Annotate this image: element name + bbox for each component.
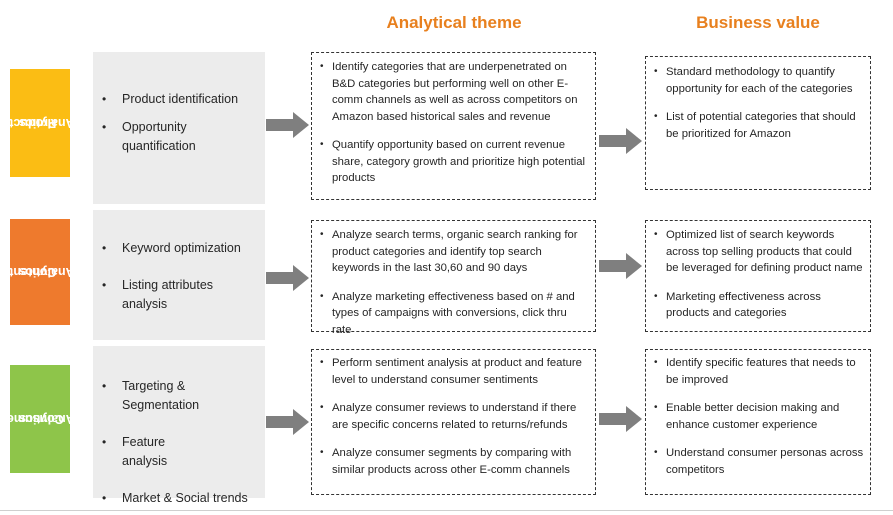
- theme-item: Quantify opportunity based on current re…: [312, 137, 589, 187]
- value-box-content: Optimized list of search keywords across…: [645, 220, 871, 332]
- value-item: Enable better decision making and enhanc…: [646, 400, 864, 433]
- lever-item: Product identification: [100, 90, 260, 109]
- theme-item: Analyze consumer reviews to understand i…: [312, 400, 589, 433]
- analytical-theme-header: Analytical theme: [386, 13, 522, 32]
- value-item: Optimized list of search keywords across…: [646, 227, 864, 277]
- value-item: Identify specific features that needs to…: [646, 355, 864, 388]
- value-item: Standard methodology to quantify opportu…: [646, 64, 864, 97]
- arrow-right-icon: [266, 265, 309, 291]
- value-box-consumer: Identify specific features that needs to…: [645, 349, 871, 495]
- lever-item: Keyword optimization: [100, 239, 260, 258]
- lever-panel-consumer: [93, 346, 265, 498]
- theme-box-product: Identify categories that are underpenetr…: [311, 52, 596, 200]
- theme-box-consumer: Perform sentiment analysis at product an…: [311, 349, 596, 495]
- arrow-right-icon: [266, 409, 309, 435]
- theme-item: Perform sentiment analysis at product an…: [312, 355, 589, 388]
- theme-item: Identify categories that are underpenetr…: [312, 59, 589, 125]
- tag-line: Analytics: [19, 265, 75, 279]
- value-box-product: Standard methodology to quantify opportu…: [645, 56, 871, 190]
- value-item: List of potential categories that should…: [646, 109, 864, 142]
- lever-item: Market & Social trends: [100, 489, 260, 508]
- bottom-divider: [0, 510, 893, 511]
- lever-item: Opportunity quantification: [100, 118, 260, 156]
- tag-line: Analytics: [19, 116, 75, 130]
- lever-item: Feature analysis: [100, 433, 210, 471]
- arrow-right-icon: [599, 253, 642, 279]
- value-item: Understand consumer personas across comp…: [646, 445, 864, 478]
- business-value-header: Business value: [696, 13, 820, 32]
- value-item: Marketing effectiveness across products …: [646, 289, 864, 322]
- theme-item: Analyze marketing effectiveness based on…: [312, 289, 589, 339]
- arrow-right-icon: [599, 128, 642, 154]
- arrow-right-icon: [266, 112, 309, 138]
- theme-item: Analyze consumer segments by comparing w…: [312, 445, 589, 478]
- theme-item: Analyze search terms, organic search ran…: [312, 227, 589, 277]
- levers-content: Keyword optimization Listing attributes …: [100, 239, 260, 314]
- tag-line: Analytics: [19, 412, 75, 426]
- arrow-right-icon: [599, 406, 642, 432]
- lever-item: Targeting & Segmentation: [100, 377, 210, 415]
- levers-consumer: Targeting & Segmentation Feature analysi…: [100, 377, 248, 508]
- lever-panel-content: [93, 210, 265, 340]
- levers-product: Product identification Opportunity quant…: [100, 90, 260, 156]
- lever-item: Listing attributes analysis: [100, 276, 260, 314]
- theme-box-content: Analyze search terms, organic search ran…: [311, 220, 596, 336]
